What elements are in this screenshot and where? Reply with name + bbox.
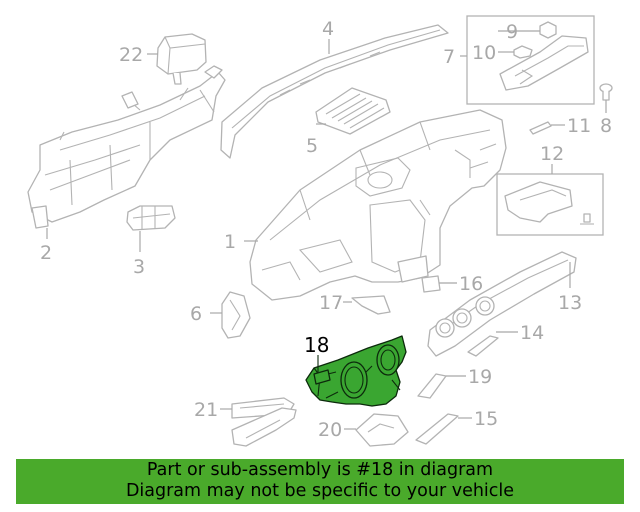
part-18-cluster-housing [305, 335, 407, 407]
callout-22: 22 [119, 44, 143, 66]
part-21-glove-box [231, 397, 297, 447]
part-16-clip [421, 275, 441, 293]
callout-7: 7 [443, 46, 455, 68]
callout-4: 4 [322, 18, 334, 40]
callout-21: 21 [194, 399, 218, 421]
banner-line-1: Part or sub-assembly is #18 in diagram [146, 460, 494, 480]
part-12-group-frame [496, 173, 604, 236]
part-11-clip [529, 121, 552, 135]
callout-9: 9 [506, 21, 518, 43]
callout-13: 13 [558, 292, 582, 314]
callout-6: 6 [190, 303, 202, 325]
callout-20: 20 [318, 419, 342, 441]
leader-lines [46, 30, 607, 430]
part-5-speaker-grille [315, 87, 391, 135]
callout-15: 15 [474, 408, 498, 430]
callout-labels: 22 4 7 9 10 8 11 12 5 1 2 3 6 16 17 13 1… [40, 18, 612, 441]
callout-11: 11 [567, 115, 591, 137]
part-12-storage-bin [504, 181, 594, 225]
callout-14: 14 [520, 322, 544, 344]
parts-diagram: 22 4 7 9 10 8 11 12 5 1 2 3 6 16 17 13 1… [27, 15, 613, 447]
callout-19: 19 [468, 366, 492, 388]
part-13-trim-panel [427, 251, 577, 357]
callout-2: 2 [40, 242, 52, 264]
part-3-bracket [126, 205, 176, 231]
part-1-instrument-panel [249, 109, 507, 301]
part-8-screw [599, 83, 613, 101]
part-17-trim-strip [351, 295, 391, 315]
part-19-trim-strip [417, 373, 447, 399]
part-15-trim-strip [415, 413, 459, 445]
banner-line-2: Diagram may not be specific to your vehi… [125, 481, 515, 501]
part-14-trim-strip [467, 335, 499, 357]
callout-18-highlighted: 18 [304, 333, 329, 357]
part-9-clip [539, 21, 557, 39]
part-22-knee-airbag [156, 33, 207, 85]
callout-1: 1 [224, 231, 236, 253]
callout-5: 5 [306, 135, 318, 157]
part-2-cross-car-beam [27, 65, 226, 229]
callout-17: 17 [319, 292, 343, 314]
callout-12: 12 [540, 143, 564, 165]
part-6-end-cap [221, 291, 251, 339]
part-7-trim-panel [499, 35, 589, 91]
callout-10: 10 [472, 42, 496, 64]
info-banner: Part or sub-assembly is #18 in diagram D… [16, 459, 624, 504]
part-4-defroster-panel [220, 24, 449, 159]
callout-16: 16 [459, 273, 483, 295]
part-10-clip [513, 45, 533, 59]
callout-8: 8 [600, 115, 612, 137]
part-20-bezel [355, 413, 409, 447]
callout-3: 3 [133, 256, 145, 278]
part-7-group-frame [466, 15, 595, 105]
